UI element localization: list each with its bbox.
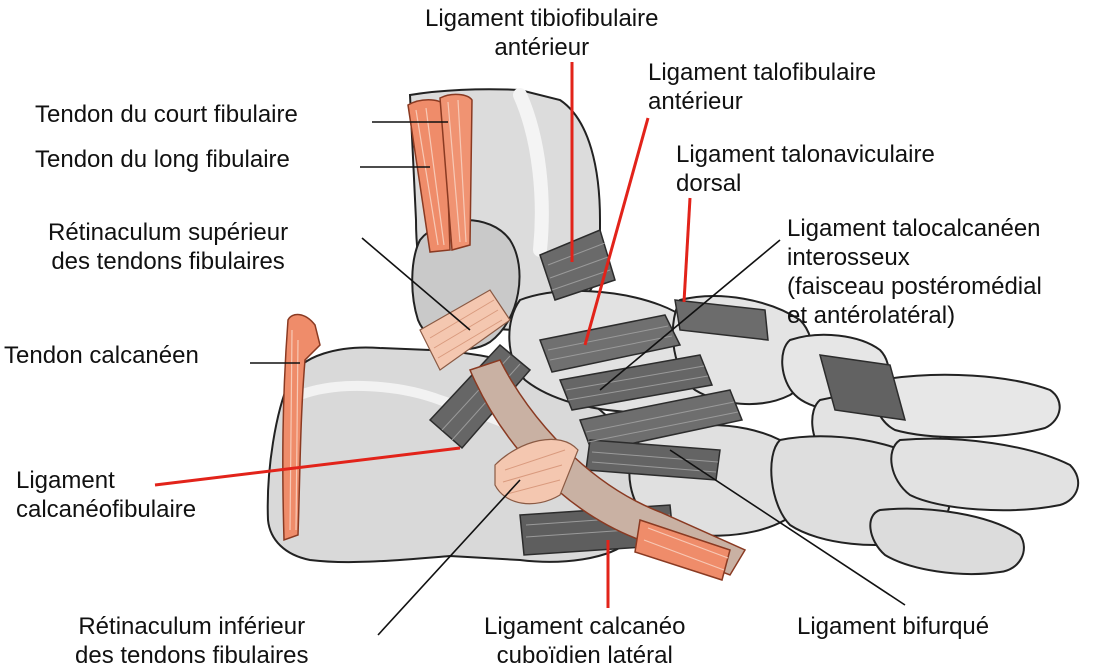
label-long-fibular-tendon: Tendon du long fibulaire [35,146,290,173]
tibiofibular-ligament [539,228,616,301]
leader-calcaneofib [154,446,461,487]
leader-talonav [682,197,692,303]
label-talofibular-ligament: Ligament talofibulaire antérieur [648,59,877,115]
leader-ret-inf [377,479,521,636]
forefoot-ligament [818,354,907,421]
black-leaders [250,121,906,636]
talocalcaneal-ligament-b [578,389,744,453]
label-calcaneal-tendon: Tendon calcanéen [4,342,199,369]
label-calcaneocuboid-ligament: Ligament calcanéo cuboïdien latéral [484,613,686,669]
talofibular-ligament [538,314,682,373]
leader-ret-sup [361,237,471,331]
leader-bifurque [669,449,906,606]
leader-talocalc [599,239,781,391]
forefoot-bones [770,333,1080,575]
label-calcaneofibular-ligament: Ligament calcanéofibulaire [16,467,197,523]
leader-talofib [583,117,650,346]
label-short-fibular-tendon: Tendon du court fibulaire [35,101,298,128]
red-leaders [154,62,692,608]
label-bifurcate-ligament: Ligament bifurqué [797,613,990,640]
talonavicular-ligament [674,299,769,341]
label-inferior-retinaculum: Rétinaculum inférieur des tendons fibula… [75,613,309,669]
inferior-retinaculum [494,438,579,505]
label-talocalcaneal-ligament: Ligament talocalcanéen interosseux (fais… [787,215,1042,329]
label-superior-retinaculum: Rétinaculum supérieur des tendons fibula… [48,219,289,275]
label-tibiofibular-ligament: Ligament tibiofibulaire antérieur [425,5,659,61]
label-talonavicular-ligament: Ligament talonaviculaire dorsal [676,141,935,197]
